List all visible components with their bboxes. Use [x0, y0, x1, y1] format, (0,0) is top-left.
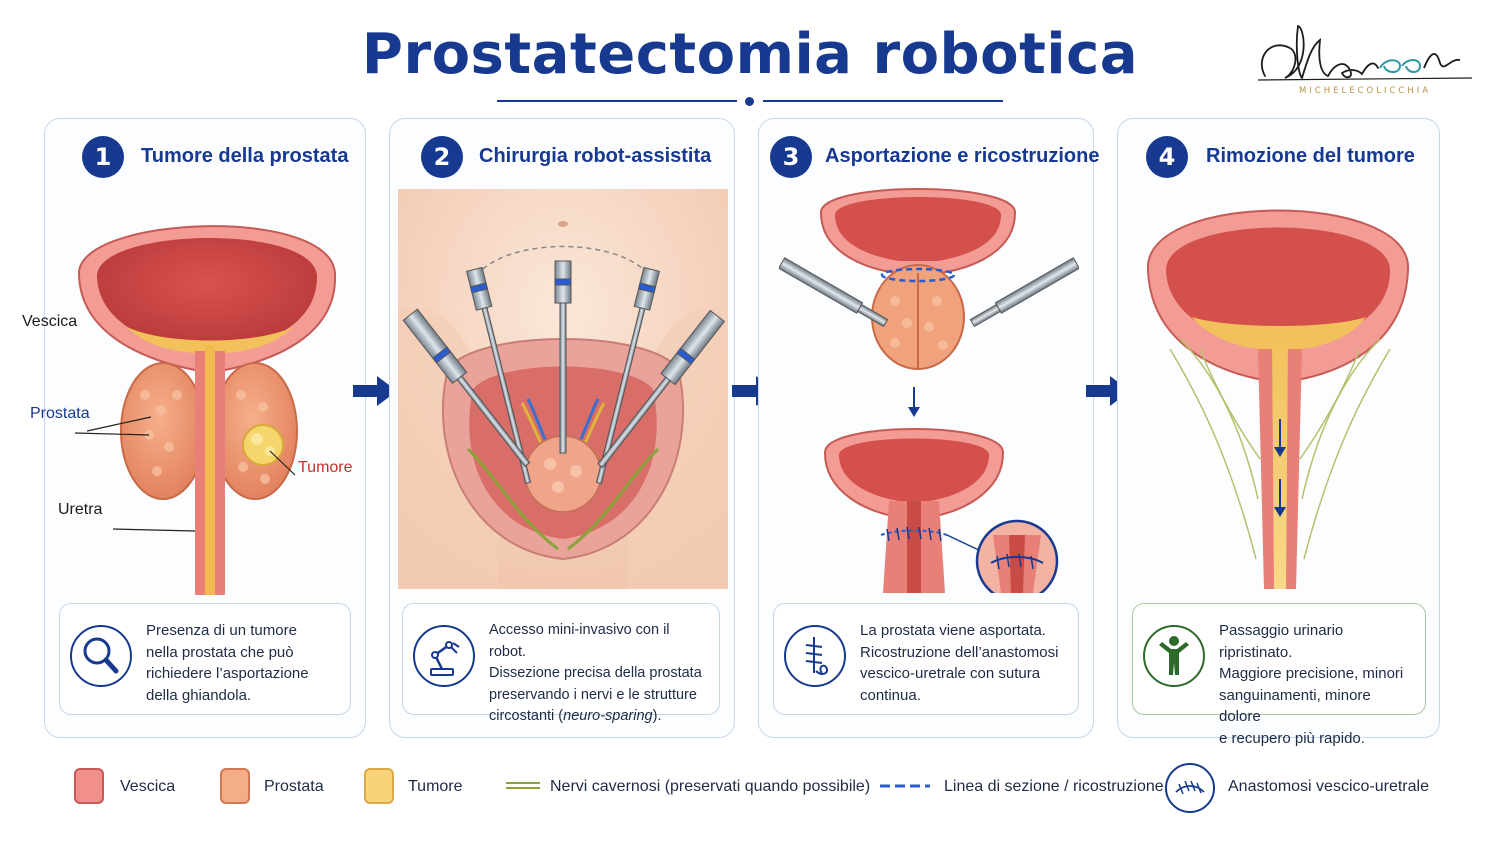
step-desc-3: La prostata viene asportata. Ricostruzio… — [773, 603, 1079, 715]
step-panel-4: 4 Rimozione del tumore — [1117, 118, 1440, 747]
legend-swatch-tumore — [364, 768, 394, 804]
step-desc-text-4: Passaggio urinario ripristinato. Maggior… — [1219, 622, 1404, 747]
label-vescica: Vescica — [22, 313, 78, 330]
label-prostata: Prostata — [30, 405, 90, 422]
step-desc-2: Accesso mini-invasivo con il robot. Diss… — [402, 603, 720, 724]
step-panel-2: 2 Chirurgia robot-assistita — [389, 118, 735, 738]
magnifier-icon — [70, 625, 132, 687]
legend-swatch-vescica — [74, 768, 104, 804]
flow-arrow-1 — [353, 376, 397, 406]
step-title-4: Rimozione del tumore — [1206, 145, 1415, 167]
page-title: Prostatectomia robotica — [361, 22, 1139, 87]
step-number-1: 1 — [82, 136, 124, 178]
legend-label-nervi: Nervi cavernosi (preservati quando possi… — [550, 778, 871, 795]
legend-swatch-nervi — [506, 782, 540, 789]
step-desc-text-3: La prostata viene asportata. Ricostruzio… — [860, 622, 1059, 704]
step-desc-1: Presenza di un tumore nella prostata che… — [59, 603, 351, 715]
person-icon — [1143, 625, 1205, 687]
title-rule-right — [763, 100, 1003, 102]
step-number-4: 4 — [1146, 136, 1188, 178]
step-number-2: 2 — [421, 136, 463, 178]
step-desc-4: Passaggio urinario ripristinato. Maggior… — [1132, 603, 1426, 747]
legend-swatch-prostata — [220, 768, 250, 804]
step-desc-text-2: Accesso mini-invasivo con il robot. Diss… — [489, 622, 702, 724]
legend-label-anastomosi: Anastomosi vescico-uretrale — [1228, 778, 1429, 795]
step-panel-3: 3 Asportazione e ricostruzione — [758, 118, 1100, 738]
step-number-3: 3 — [770, 136, 812, 178]
legend-label-prostata: Prostata — [264, 778, 324, 795]
step-panel-1: 1 Tumore della prostata — [44, 118, 366, 738]
step-desc-text-1: Presenza di un tumore nella prostata che… — [146, 622, 309, 704]
step-title-2: Chirurgia robot-assistita — [479, 145, 712, 167]
label-tumore: Tumore — [298, 459, 353, 476]
suture-icon — [784, 625, 846, 687]
bladder-prostate-illustration — [74, 225, 337, 595]
logo-subtitle: MICHELECOLICCHIA — [1298, 86, 1432, 96]
robotic-surgery-illustration — [398, 189, 728, 589]
label-uretra: Uretra — [58, 501, 103, 518]
title-dot — [745, 97, 754, 106]
legend-swatch-linea-sezione — [880, 784, 930, 788]
anastomosi-icon — [1165, 763, 1215, 813]
step-title-3: Asportazione e ricostruzione — [825, 145, 1100, 167]
title-rule-left — [497, 100, 737, 102]
legend-label-vescica: Vescica — [120, 778, 176, 795]
robot-arm-icon — [413, 625, 475, 687]
legend: Vescica Prostata Tumore Nervi cavernosi … — [0, 760, 1500, 820]
vescica-pointer — [86, 416, 152, 432]
restored-urinary-tract-illustration — [1146, 209, 1410, 589]
legend-label-tumore: Tumore — [408, 778, 463, 795]
step-title-1: Tumore della prostata — [141, 145, 349, 167]
signature-logo — [1257, 24, 1473, 81]
legend-label-linea-sezione: Linea di sezione / ricostruzione — [944, 778, 1164, 795]
excision-reconstruction-illustration — [779, 188, 1079, 593]
